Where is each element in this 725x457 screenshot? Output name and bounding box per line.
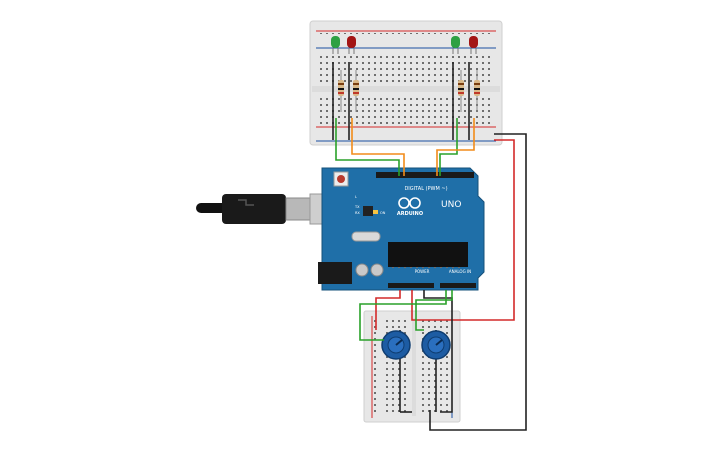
wire-green-1	[335, 118, 400, 176]
resistor-3	[458, 70, 464, 112]
power-header	[388, 283, 434, 288]
wire-red-5v	[411, 139, 515, 321]
atmega-chip	[388, 242, 468, 267]
led-label-on: ON	[380, 211, 386, 215]
uno-label: UNO	[441, 200, 461, 210]
arduino-uno-board: DIGITAL (PWM ~) ARDUINO UNO L TX RX ON P…	[318, 167, 485, 291]
led-label-l: L	[355, 195, 357, 199]
led-green-right	[451, 36, 460, 54]
power-jack	[318, 262, 352, 284]
led-green-left	[331, 36, 340, 54]
reset-icon	[337, 175, 345, 183]
led-red-left	[347, 36, 356, 54]
analog-label: ANALOG IN	[449, 269, 471, 274]
on-led	[373, 210, 378, 214]
usb-cable	[196, 193, 351, 225]
potentiometer-right[interactable]	[421, 330, 451, 360]
led-label-rx: RX	[355, 211, 360, 215]
led-red-right	[469, 36, 478, 54]
capacitor-2	[370, 263, 384, 277]
power-label: POWER	[415, 269, 430, 274]
crystal	[351, 231, 381, 242]
resistor-2	[353, 70, 359, 112]
wire-orange-2	[436, 118, 475, 176]
wire-red-bottom	[375, 290, 401, 330]
resistor-1	[338, 70, 344, 112]
arduino-logo-icon	[398, 197, 421, 209]
potentiometer-left[interactable]	[381, 330, 411, 360]
arduino-logo-text: ARDUINO	[397, 211, 423, 217]
wire-orange-1	[351, 118, 405, 176]
resistor-4	[474, 70, 480, 112]
wire-green-a1	[415, 290, 453, 331]
led-label-tx: TX	[354, 205, 360, 209]
wire-black-gnd	[429, 133, 527, 431]
analog-header	[440, 283, 476, 288]
usb-chip	[363, 206, 373, 216]
top-breadboard	[309, 20, 503, 146]
capacitor-1	[355, 263, 369, 277]
digital-header	[376, 172, 474, 178]
wire-green-2	[439, 118, 458, 176]
bottom-breadboard	[363, 310, 461, 423]
digital-label: DIGITAL (PWM ~)	[404, 186, 447, 192]
